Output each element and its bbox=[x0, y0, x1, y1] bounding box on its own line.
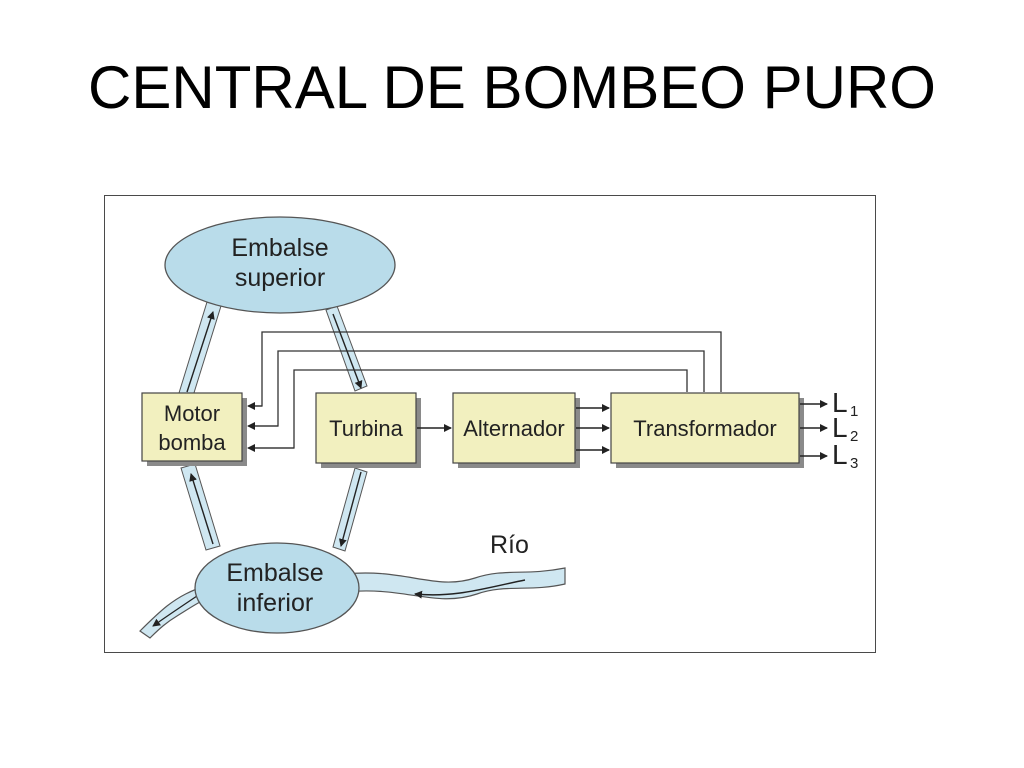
upper-reservoir: Embalse superior bbox=[164, 216, 396, 314]
transformer-output-arrows bbox=[800, 400, 828, 460]
river-stream bbox=[344, 567, 566, 600]
pump-pipe-lower bbox=[180, 463, 221, 551]
output-label-l1: L 1 bbox=[832, 387, 858, 420]
alternator-label: Alternador bbox=[463, 416, 565, 441]
pump-pipe-upper bbox=[178, 301, 222, 397]
turbine-label: Turbina bbox=[329, 416, 404, 441]
alternator-box: Alternador bbox=[452, 392, 580, 468]
lower-reservoir: Embalse inferior bbox=[194, 542, 360, 634]
upper-reservoir-label-2: superior bbox=[235, 264, 325, 292]
river-label: Río bbox=[490, 531, 529, 559]
turbine-box: Turbina bbox=[315, 392, 421, 468]
output-label-l2: L 2 bbox=[832, 412, 858, 445]
output-l3-letter: L bbox=[832, 439, 848, 470]
river-flow-arrow bbox=[414, 579, 526, 599]
power-feedback-lines bbox=[247, 331, 722, 452]
lower-reservoir-label-2: inferior bbox=[237, 589, 313, 617]
transformer-box: Transformador bbox=[610, 392, 804, 468]
output-l3-sub: 3 bbox=[850, 455, 858, 472]
output-label-l3: L 3 bbox=[832, 439, 858, 472]
lower-reservoir-label-1: Embalse bbox=[226, 559, 323, 587]
output-l2-letter: L bbox=[832, 412, 848, 443]
output-l1-sub: 1 bbox=[850, 403, 858, 420]
output-l1-letter: L bbox=[832, 387, 848, 418]
diagram-frame: Embalse superior Embalse inferior bbox=[104, 195, 876, 653]
output-l2-sub: 2 bbox=[850, 428, 858, 445]
diagram-canvas: Embalse superior Embalse inferior bbox=[139, 216, 858, 639]
alternator-to-transformer-arrows bbox=[576, 404, 610, 454]
motor-pump-label-1: Motor bbox=[164, 401, 220, 426]
penstock-down-lower bbox=[332, 467, 368, 552]
upper-reservoir-label-1: Embalse bbox=[231, 234, 328, 262]
page-title: CENTRAL DE BOMBEO PURO bbox=[88, 54, 936, 121]
motor-pump-box: Motor bomba bbox=[141, 392, 247, 466]
motor-pump-label-2: bomba bbox=[158, 430, 226, 455]
penstock-down-upper bbox=[325, 305, 368, 392]
transformer-label: Transformador bbox=[633, 416, 776, 441]
